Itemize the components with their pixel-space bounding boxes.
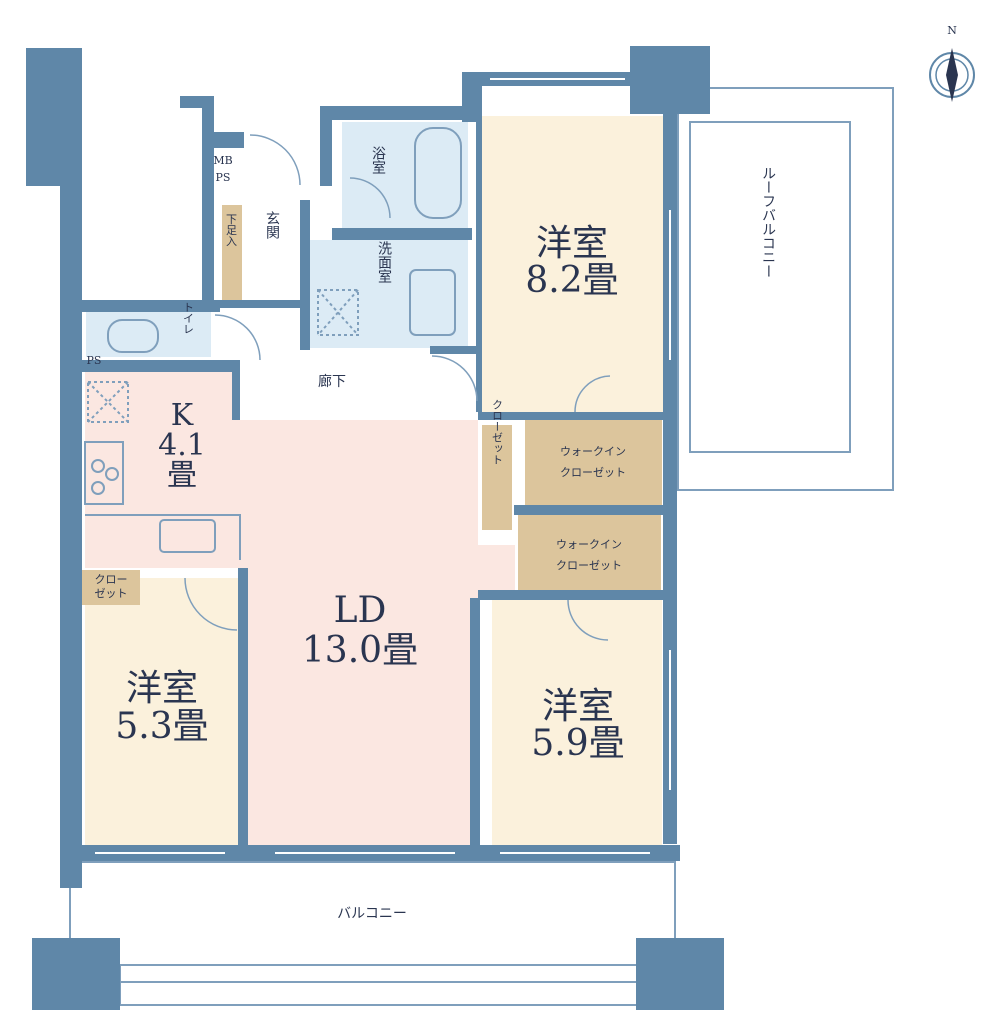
doors [184,134,611,641]
western-room-53-floor [85,578,240,846]
western-room-53-size: 5.3畳 [115,706,208,747]
kitchen-unit: 畳 [167,458,197,493]
roof-balcony-label: ルーフバルコニー [760,166,776,278]
western-room-59-size: 5.9畳 [531,723,624,764]
walk-in-closet-upper-floor [525,420,662,505]
walk-in-closet-lower-floor [518,515,661,595]
wic-lower-line2: クローゼット [556,559,622,572]
ld-kitchen-floor [85,372,515,845]
windows [95,78,671,854]
shoe-storage-label: 下足入 [225,214,238,247]
western-room-53-name: 洋室 [126,668,198,709]
kitchen-sink [159,519,216,553]
hallway-label: 廊下 [318,373,346,390]
mb-label: MB [213,154,232,167]
closet-small-label-bottom: ゼット [95,587,128,600]
closet-vertical-label: クローゼット [491,399,504,465]
shoe-storage-floor [222,205,242,305]
western-room-82-size: 8.2畳 [525,260,618,301]
closet-small-label-top: クロー [95,573,128,586]
mb-ps-label: PS [216,171,231,184]
stove [84,441,124,505]
kitchen-size: 4.1 [158,428,206,463]
balcony [69,861,676,1006]
wash-basin [409,269,456,336]
compass-north-label: N [947,24,957,37]
washroom-floor [310,240,468,348]
bathtub [414,127,462,219]
compass: N [929,24,975,102]
toilet-bowl [107,319,159,353]
western-room-59-name: 洋室 [542,686,614,727]
ld-size: 13.0畳 [302,630,418,671]
bath-floor [342,122,468,228]
fixtures [84,127,462,560]
kitchen-name: K [171,398,194,433]
balcony-label: バルコニー [337,906,407,922]
closet-vertical-floor [482,425,512,530]
toilet-label: トイレ [182,302,195,335]
closet-small-floor [82,570,140,605]
wic-lower-line1: ウォークイン [556,538,622,551]
bath-label: 浴室 [370,146,386,174]
ld-name: LD [334,590,387,631]
western-room-82-name: 洋室 [536,223,608,264]
ps-label: PS [87,354,102,367]
roof-balcony [677,87,894,491]
western-room-59-floor [492,600,662,845]
toilet-floor [86,312,211,357]
entrance-label: 玄関 [264,210,280,240]
western-room-82-floor [478,116,663,412]
washroom-label: 洗面室 [376,241,392,283]
wic-upper-line1: ウォークイン [560,445,626,458]
wic-upper-line2: クローゼット [560,466,626,479]
